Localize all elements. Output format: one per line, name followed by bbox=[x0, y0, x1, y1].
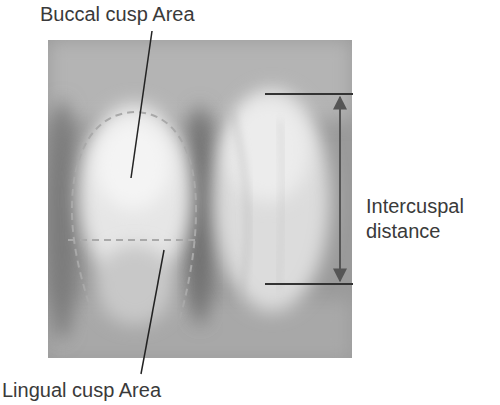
leader-line bbox=[141, 250, 164, 374]
dimension-marker bbox=[265, 94, 353, 284]
label-holder: Lingual cusp Area bbox=[2, 378, 222, 403]
dimension-tick bbox=[265, 283, 353, 285]
part-label: Buccal cusp Area bbox=[40, 2, 260, 27]
label-holder: Buccal cusp Area bbox=[40, 2, 260, 27]
cusp-divider bbox=[68, 239, 200, 241]
dimension-arrow bbox=[339, 97, 341, 281]
photo bbox=[48, 40, 352, 358]
tooth-outline bbox=[72, 112, 196, 325]
leader-line bbox=[131, 31, 152, 178]
leader-lines bbox=[131, 31, 164, 374]
label-holder: Intercuspal distance bbox=[366, 194, 494, 244]
part-label: Lingual cusp Area bbox=[2, 378, 222, 403]
part-label: Intercuspal distance bbox=[366, 194, 494, 244]
cusp-outline bbox=[68, 112, 200, 325]
dimension-tick bbox=[265, 93, 353, 95]
